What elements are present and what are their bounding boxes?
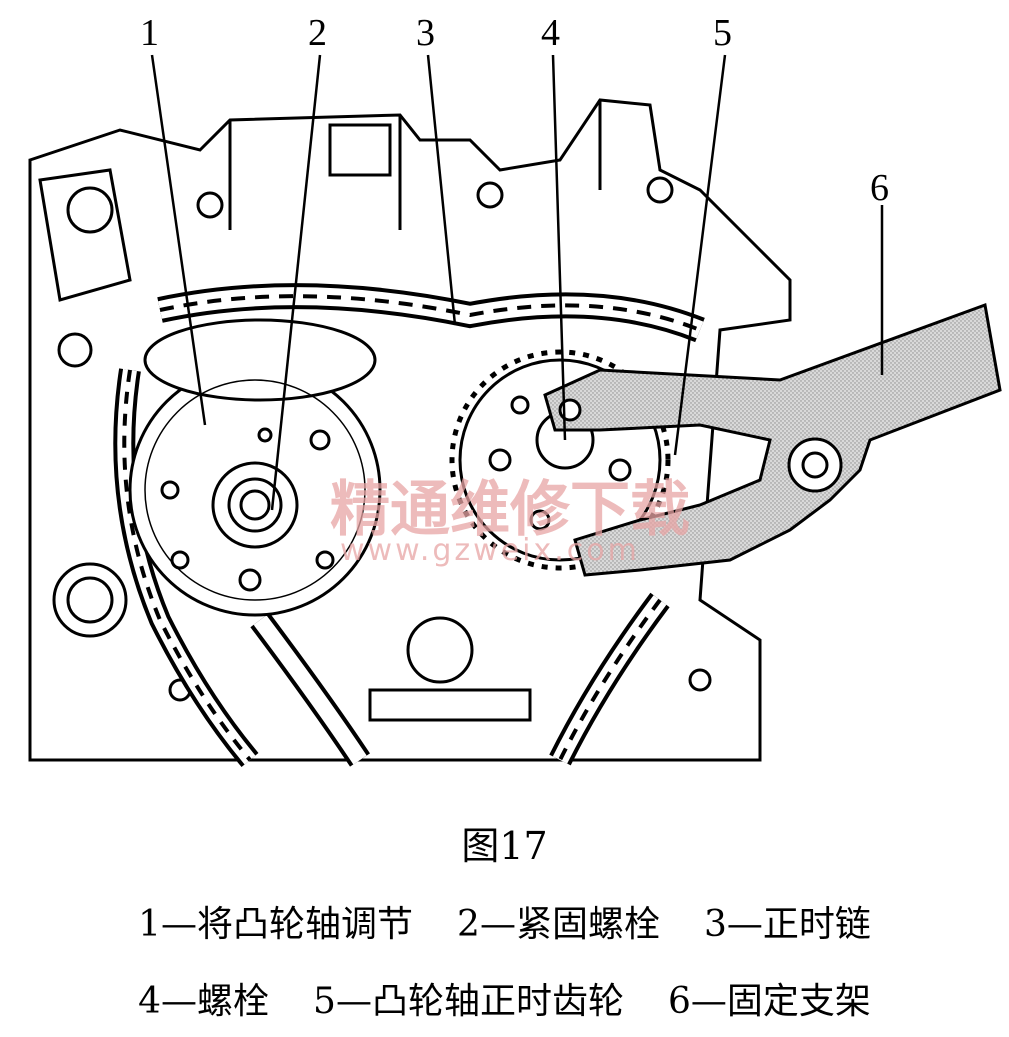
callout-1: 1 — [140, 12, 159, 54]
engine-timing-illustration: 1 2 3 4 5 6 精通维修下载 www.gzweix.com — [28, 12, 1002, 768]
timing-chain — [113, 283, 705, 768]
legend-item-1: 1—将凸轮轴调节 — [138, 904, 414, 945]
leader-lines — [150, 54, 884, 511]
watermark-url: www.gzweix.com — [340, 533, 640, 568]
legend-item-5: 5—凸轮轴正时齿轮 — [313, 981, 624, 1022]
legend-row-2: 4—螺栓 5—凸轮轴正时齿轮 6—固定支架 — [0, 972, 1009, 1024]
legend-item-2: 2—紧固螺栓 — [457, 904, 660, 945]
callout-4: 4 — [541, 12, 560, 54]
watermark-text: 精通维修下载 — [330, 475, 690, 545]
callout-6: 6 — [870, 167, 889, 209]
camshaft-adjuster — [128, 318, 382, 617]
callout-3: 3 — [416, 12, 435, 54]
legend-item-3: 3—正时链 — [703, 904, 871, 945]
callout-2: 2 — [308, 12, 327, 54]
callout-5: 5 — [713, 12, 732, 54]
legend-item-4: 4—螺栓 — [138, 981, 270, 1022]
legend-item-6: 6—固定支架 — [667, 981, 871, 1022]
figure-caption: 图17 — [461, 824, 548, 868]
legend-row-1: 1—将凸轮轴调节 2—紧固螺栓 3—正时链 — [0, 895, 1009, 947]
holding-bracket — [543, 302, 1002, 577]
